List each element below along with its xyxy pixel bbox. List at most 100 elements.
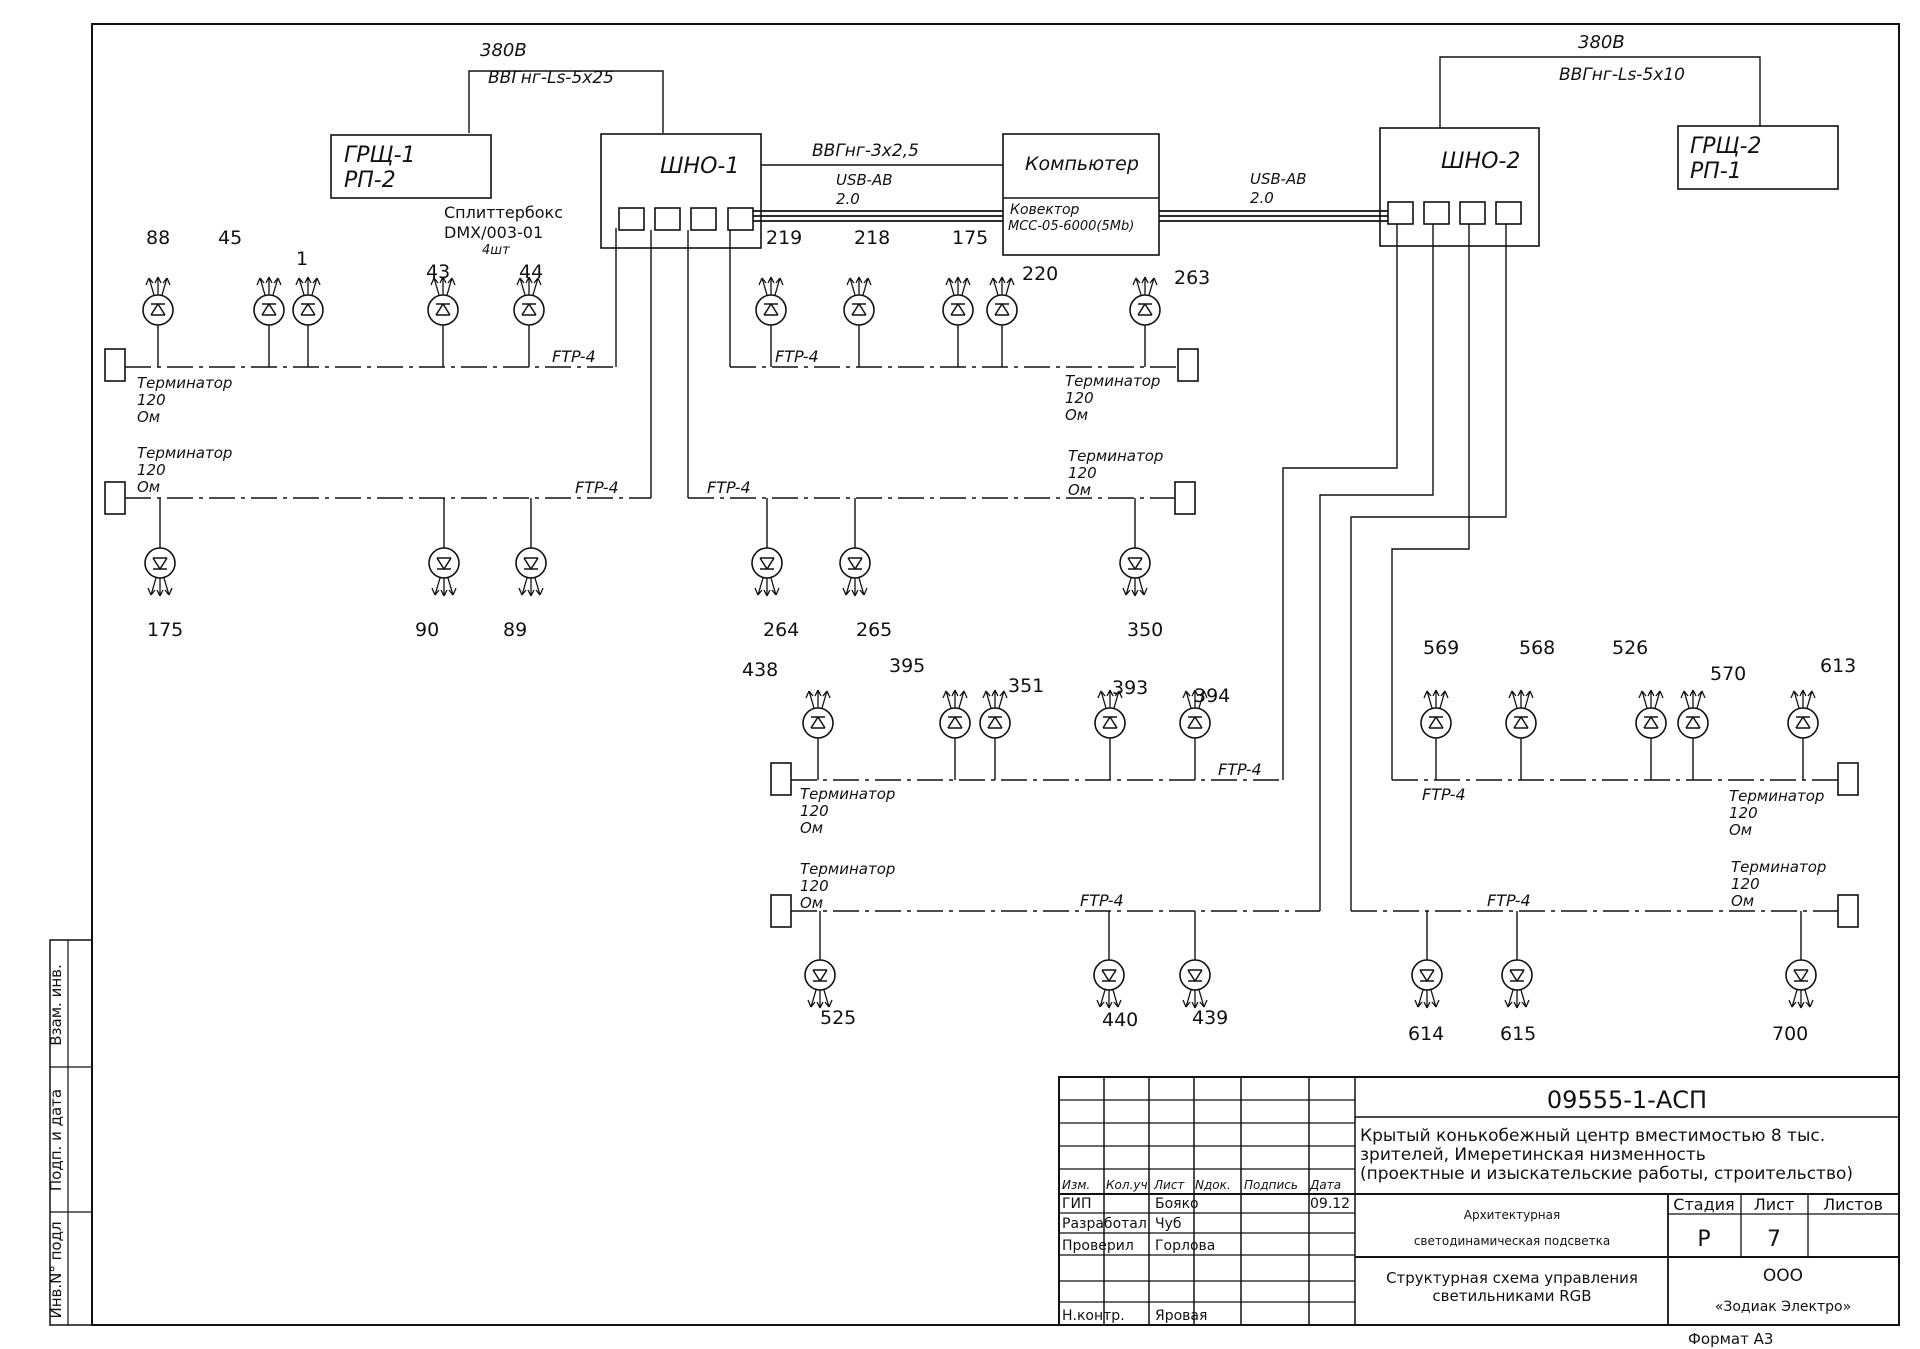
luminaire-number: 440: [1102, 1009, 1138, 1031]
section-name-2: светодинамическая подсветка: [1414, 1234, 1610, 1248]
luminaire-number: 700: [1772, 1023, 1808, 1045]
title-name: Горлова: [1155, 1238, 1215, 1254]
splitter-port-right-3: [1459, 201, 1486, 225]
terminator-label: Терминатор: [1729, 787, 1824, 805]
luminaire-number: 438: [742, 659, 778, 681]
luminaire-number: 264: [763, 619, 799, 641]
power-cable-label: ВВГнг-3х2,5: [812, 141, 919, 161]
splitter-title: Сплиттербокс: [444, 203, 563, 222]
luminaire-rgb: [1179, 959, 1211, 1009]
bus-label: FTP-4: [1080, 891, 1124, 910]
luminaire-rgb: [427, 276, 459, 326]
terminator-resistance: 120: [800, 802, 829, 820]
luminaire-number: 265: [856, 619, 892, 641]
drawing-title: Структурная схема управления: [1386, 1269, 1638, 1287]
luminaire-rgb: [1411, 959, 1443, 1009]
side-stamp-label: Подп. и дата: [47, 1089, 65, 1191]
terminator-unit: Ом: [800, 894, 823, 912]
bus-label: FTP-4: [1422, 785, 1466, 804]
convector-model: MCC-05-6000(5Mb): [1008, 219, 1134, 234]
luminaire-rgb: [1093, 959, 1125, 1009]
luminaire-number: 43: [426, 261, 450, 283]
feed-cable-left: [468, 70, 664, 133]
document-code: 09555-1-АСП: [1547, 1086, 1707, 1114]
luminaire-rgb: [1505, 689, 1537, 739]
luminaire-number: 1: [296, 248, 308, 270]
title-block-frame: [1058, 1076, 1900, 1326]
panel-computer: [1002, 133, 1160, 256]
usb-right-label: USB-AB: [1250, 170, 1307, 188]
feed-left-cable: ВВГнг-Ls-5x25: [488, 68, 614, 88]
terminator-label: Терминатор: [800, 785, 895, 803]
luminaire-rgb: [1119, 547, 1151, 597]
panel-grsch-1-line1: ГРЩ-1: [344, 143, 416, 168]
luminaire-number: 220: [1022, 263, 1058, 285]
title-header: Дата: [1309, 1178, 1341, 1192]
bus-label: FTP-4: [1218, 760, 1262, 779]
luminaire-rgb: [839, 547, 871, 597]
luminaires: [142, 276, 1819, 1009]
bus-label: FTP-4: [775, 347, 819, 366]
luminaire-rgb: [979, 689, 1011, 739]
luminaire-rgb: [253, 276, 285, 326]
title-header: Кол.уч.: [1106, 1178, 1151, 1192]
terminator-resistance: 120: [137, 461, 166, 479]
panel-grsch-2: [1677, 125, 1839, 190]
feed-left-voltage: 380В: [480, 40, 527, 61]
splitter-qty: 4шт: [482, 243, 510, 258]
title-role: Разработал: [1062, 1216, 1147, 1232]
terminator-block: [104, 481, 126, 515]
splitter-model: DMX/003-01: [444, 223, 543, 242]
company-type: ООО: [1763, 1266, 1803, 1286]
luminaire-number: 175: [147, 619, 183, 641]
title-name: Чуб: [1155, 1216, 1182, 1232]
luminaire-number: 569: [1423, 637, 1459, 659]
luminaire-rgb: [1677, 689, 1709, 739]
object-description: (проектные и изыскательские работы, стро…: [1360, 1164, 1853, 1184]
luminaire-number: 394: [1194, 685, 1230, 707]
drop-bus-h: [1350, 224, 1507, 911]
luminaire-rgb: [939, 689, 971, 739]
luminaire-number: 88: [146, 227, 170, 249]
terminator-resistance: 120: [1065, 389, 1094, 407]
splitter-port-right-1: [1387, 201, 1414, 225]
terminator-block: [1177, 348, 1199, 382]
luminaire-number: 219: [766, 227, 802, 249]
luminaire-number: 395: [889, 655, 925, 677]
usb-right-version: 2.0: [1250, 189, 1274, 207]
sheet-format: Формат А3: [1688, 1330, 1773, 1348]
luminaire-rgb: [942, 276, 974, 326]
panel-shno-2: [1379, 127, 1540, 247]
side-stamp-label: Взам. инв.: [47, 964, 65, 1045]
luminaire-number: 439: [1192, 1007, 1228, 1029]
panel-computer-label: Компьютер: [1025, 153, 1139, 175]
object-description: Крытый конькобежный центр вместимостью 8…: [1360, 1126, 1825, 1146]
terminator-block: [1837, 894, 1859, 928]
bus-label: FTP-4: [707, 478, 751, 497]
splitter-port-left-2: [654, 207, 681, 231]
terminator-resistance: 120: [137, 391, 166, 409]
luminaire-number: 526: [1612, 637, 1648, 659]
luminaire-rgb: [142, 276, 174, 326]
title-header: Nдок.: [1195, 1178, 1231, 1192]
terminator-block: [770, 894, 792, 928]
terminator-resistance: 120: [1731, 875, 1760, 893]
luminaire-rgb: [751, 547, 783, 597]
luminaire-rgb: [986, 276, 1018, 326]
terminator-block: [770, 762, 792, 796]
splitter-port-right-2: [1423, 201, 1450, 225]
terminator-resistance: 120: [800, 877, 829, 895]
title-header: Изм.: [1062, 1178, 1090, 1192]
terminator-label: Терминатор: [1068, 447, 1163, 465]
object-description: зрителей, Имеретинская низменность: [1360, 1145, 1706, 1165]
drop-bus-g: [1391, 224, 1470, 780]
drawing-title-2: светильниками RGB: [1432, 1287, 1591, 1305]
section-name: Архитектурная: [1464, 1208, 1560, 1222]
company-name: «Зодиак Электро»: [1715, 1299, 1851, 1315]
wiring: [104, 56, 1859, 960]
terminator-label: Терминатор: [1065, 372, 1160, 390]
luminaire-rgb: [292, 276, 324, 326]
bus-label: FTP-4: [1487, 891, 1531, 910]
luminaire-rgb: [515, 547, 547, 597]
stage-header: Лист: [1754, 1195, 1795, 1214]
